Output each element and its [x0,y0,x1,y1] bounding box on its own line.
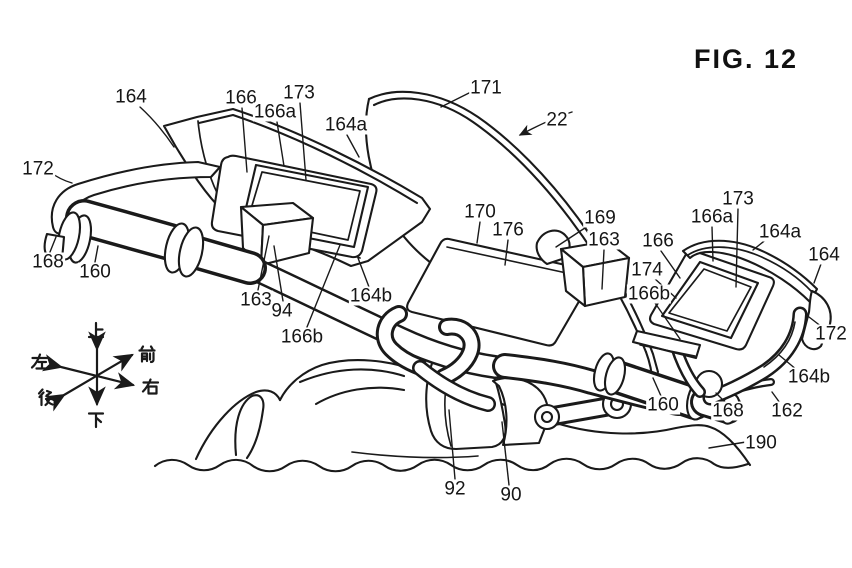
right-bracket-left-face [559,247,587,308]
ref-label-174: 174 [630,259,664,281]
right-visor-inner-line [687,246,813,293]
axis-label-up [87,321,105,339]
ref-label-173-left: 173 [282,82,316,104]
clamp-hook-core [414,362,494,410]
axis-label-left [30,353,49,370]
right-grip-tube-core [603,363,709,417]
ref-label-164-left: 164 [114,86,148,108]
left-grip-sleeve-core [184,239,264,282]
ref-label-168-right: 168 [711,400,745,422]
lower-plate-174-166b [631,329,702,360]
ref-label-92: 92 [443,478,467,500]
right-grip-collar-2 [603,356,627,396]
right-arm-inner-line [763,321,796,368]
ref-label-190: 190 [744,432,778,454]
ref-label-162: 162 [770,400,804,422]
ref-label-94: 94 [270,300,294,322]
bracket-front-face [259,216,315,267]
left-grip-collar-2 [177,226,205,278]
ref-label-170: 170 [463,201,497,223]
left-visor-top-inner-line-164a [197,113,419,205]
direction-axis [30,321,160,429]
cowl-panel-line [298,368,406,384]
break-wavy-line [153,457,750,473]
center-clamp [375,305,496,412]
cowl-lower-line [351,451,479,459]
cowl-inner-line [314,386,406,406]
lower-plate-line [639,344,696,357]
ref-label-164-right: 164 [807,244,841,266]
ref-label-171: 171 [469,77,503,99]
ref-label-172-left: 172 [21,158,55,180]
ref-label-164a-right: 164a [757,221,803,243]
ref-label-163-right: 163 [587,229,621,251]
ref-label-166-right: 166 [641,230,675,252]
link-eye-left-bore [540,410,554,424]
right-bracket-163 [559,239,631,308]
ref-label-163-left: 163 [239,289,273,311]
ref-label-22: 22 [545,109,569,131]
ref-label-160-right: 160 [646,394,680,416]
front-fender-line [234,394,265,460]
ref-label-172-right: 172 [814,323,848,345]
ref-label-173-right: 173 [721,188,755,210]
right-arm-172-core [705,309,805,403]
ref-label-164b-right: 164b [786,366,832,388]
axis-label-right [141,378,160,395]
left-grip-tube-core [68,202,186,258]
axis-label-down [87,412,105,429]
ref-label-166b-right: 166b [626,283,672,305]
panel-face-line-176 [446,246,586,278]
ref-label-169: 169 [583,207,617,229]
ref-label-166-left: 166 [224,87,258,109]
axis-label-rear [37,388,54,407]
clamp-half-b-core [438,320,478,383]
ref-label-176: 176 [491,219,525,241]
ref-label-164b-left: 164b [348,285,394,307]
ref-label-90: 90 [499,484,523,506]
right-display-unit [631,239,832,360]
figure-title: FIG. 12 [694,44,799,74]
axis-left-right-arrow [41,354,136,390]
ref-label-166a-left: 166a [252,101,298,123]
ref-label-168-left: 168 [31,251,65,273]
axis-label-front [138,345,156,364]
clamp-half-a-core [378,308,424,372]
right-screen-173 [668,268,752,332]
ref-label-166a-right: 166a [689,206,735,228]
cowl-outline-left [194,389,282,461]
ref-label-164a-left: 164a [323,114,369,136]
ref-label-166b-left: 166b [279,326,325,348]
ref-label-160-left: 160 [78,261,112,283]
